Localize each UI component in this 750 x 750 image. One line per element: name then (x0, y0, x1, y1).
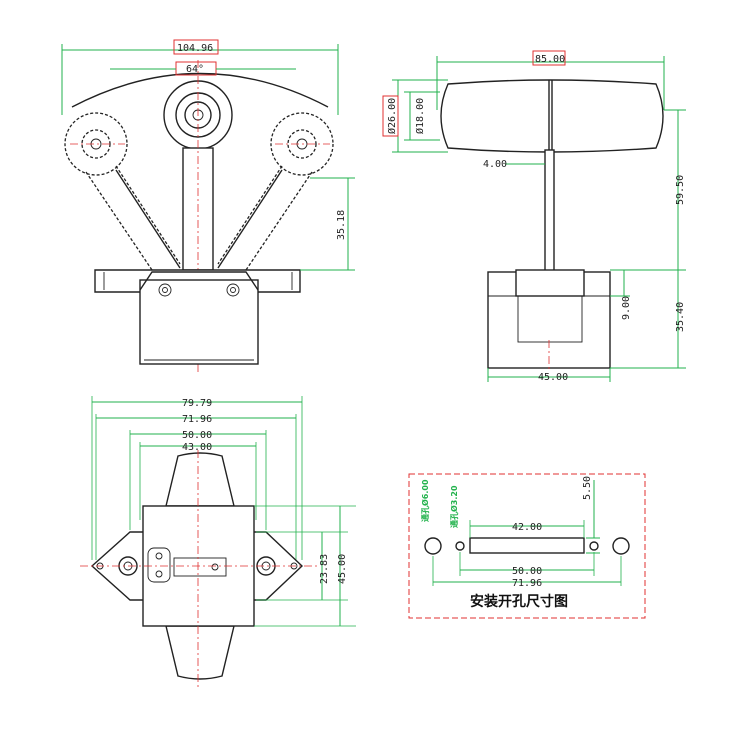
dim-knob-d1: Ø26.00 (386, 98, 398, 134)
switch-body (139, 279, 259, 365)
cutout-slot (469, 537, 585, 554)
dim-width: 104.96 (177, 43, 213, 54)
hole-big-label: 通孔Ø6.00 (420, 479, 430, 522)
dim-base-h: 9.00 (621, 296, 632, 320)
dim-box-width (173, 39, 219, 55)
dim-mount: 71.96 (182, 414, 212, 425)
dim-overall: 79.79 (182, 398, 212, 409)
dim-outer-holes: 71.96 (512, 578, 542, 589)
top-knob-upper (165, 452, 235, 507)
dim-slot-h: 5.50 (582, 476, 593, 500)
dim-angle: 64° (186, 64, 204, 75)
dim-shaft: 4.00 (483, 159, 507, 170)
dim-body: 50.00 (182, 430, 212, 441)
dim-height: 35.18 (336, 210, 347, 240)
screw-right (226, 283, 240, 297)
dim-slot-w: 42.00 (512, 522, 542, 533)
dim-depth1: 23.83 (319, 554, 330, 584)
cutout-frame (408, 473, 646, 619)
dim-knob-length: 85.00 (535, 54, 565, 65)
side-view: 85.00 Ø26.00 Ø18.00 4.00 59.50 9.00 (382, 50, 686, 383)
dim-lever: 59.50 (675, 175, 686, 205)
right-position-knob (270, 112, 334, 176)
cutout-hole-right-small (589, 541, 599, 551)
side-shaft (544, 149, 555, 273)
top-view: 79.79 71.96 50.00 43.00 (80, 396, 356, 690)
left-position-knob (64, 112, 128, 176)
swing-arc (71, 72, 329, 108)
cutout-view: 通孔Ø6.00 通孔Ø3.20 42.00 5.50 50.00 71.96 安… (408, 473, 646, 619)
cutout-hole-right-big (612, 537, 630, 555)
dim-body-h: 35.40 (675, 302, 686, 332)
dim-inner: 43.00 (182, 442, 212, 453)
side-mount-plate (515, 269, 585, 297)
cutout-title: 安装开孔尺寸图 (470, 593, 568, 610)
dim-depth2: 45.00 (337, 554, 348, 584)
screw-left (158, 283, 172, 297)
cutout-hole-left-big (424, 537, 442, 555)
dim-inner-holes: 50.00 (512, 566, 542, 577)
front-view: 104.96 64° (61, 39, 355, 375)
dim-knob-d2: Ø18.00 (414, 98, 426, 134)
dim-body-w: 45.00 (538, 372, 568, 383)
cutout-hole-left-small (455, 541, 465, 551)
top-knob-lower (165, 625, 235, 680)
hole-small-label: 通孔Ø3.20 (449, 485, 459, 528)
lever-slot (173, 557, 227, 577)
